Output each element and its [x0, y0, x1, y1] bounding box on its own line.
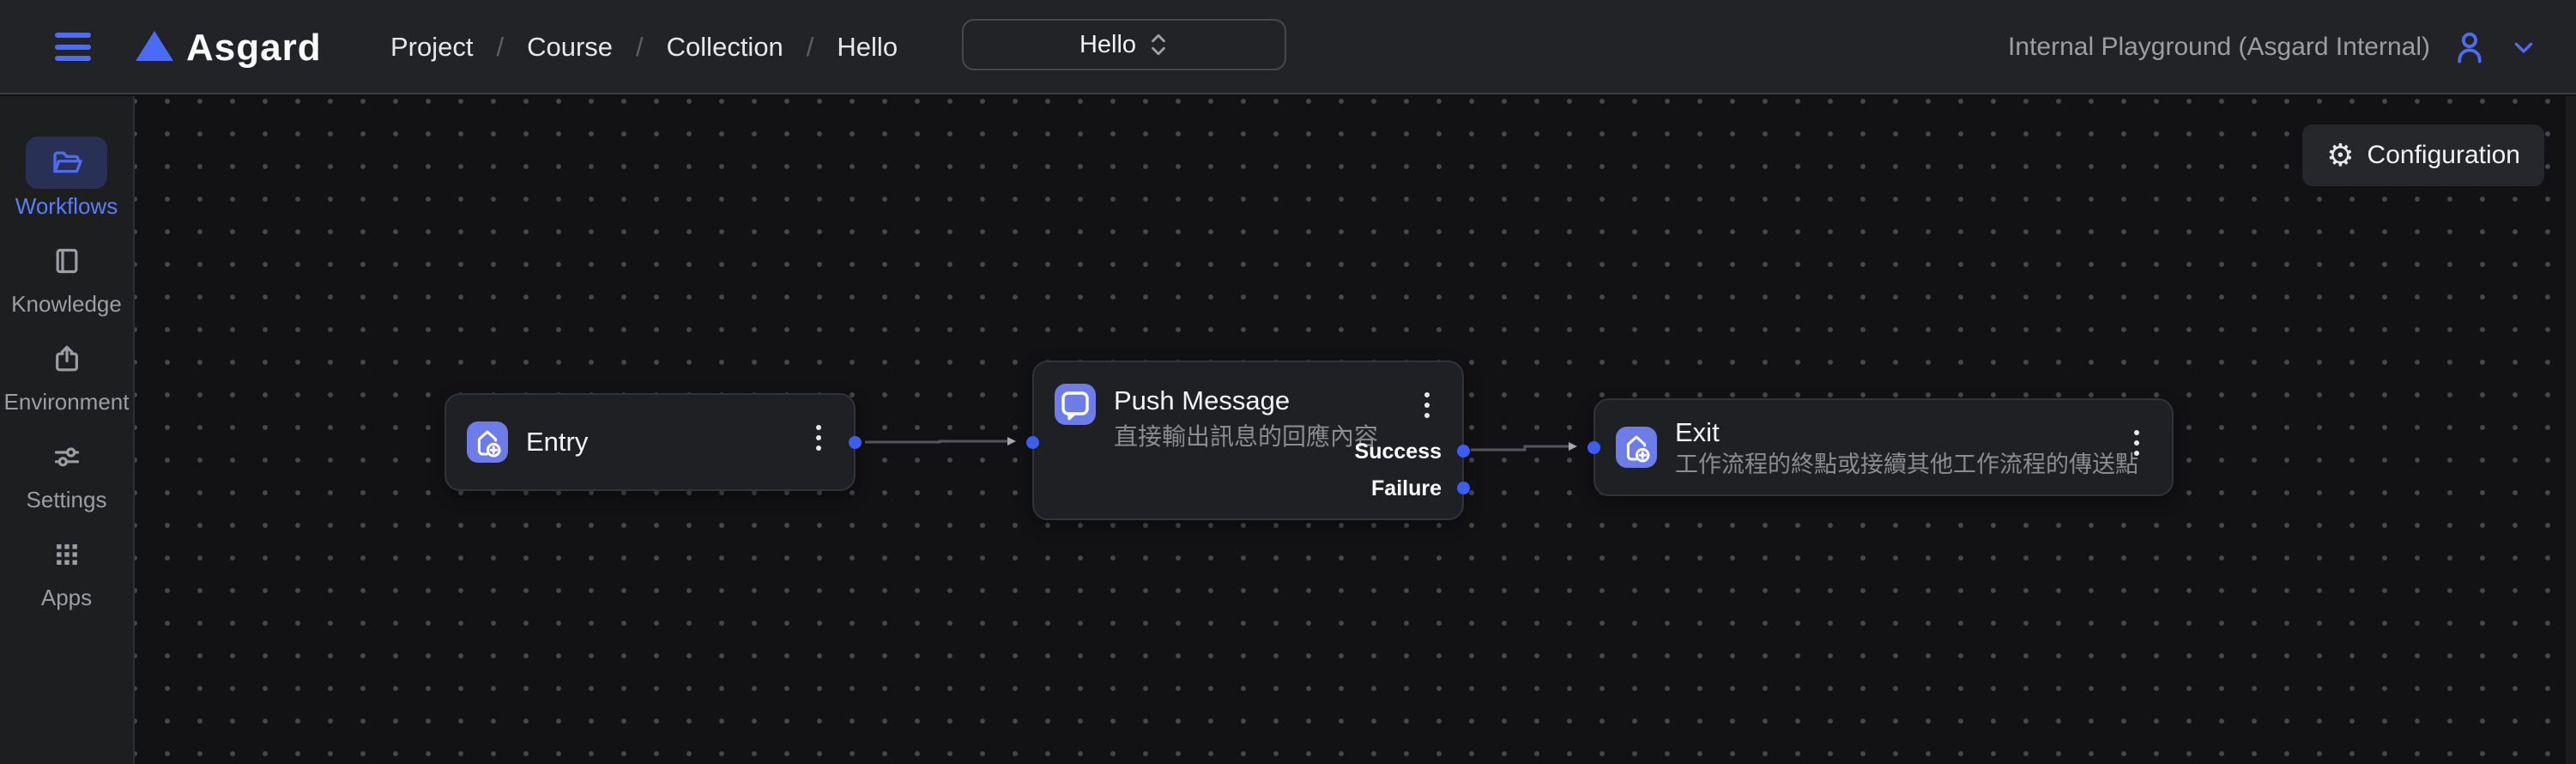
sidebar-item-label: Environment: [3, 389, 130, 415]
breadcrumb-project[interactable]: Project: [390, 32, 474, 62]
select-chevrons-icon: [1152, 33, 1165, 56]
node-subtitle: 直接輸出訊息的回應內容: [1114, 423, 1379, 450]
breadcrumb: Project / Course / Collection / Hello: [390, 0, 898, 94]
output-port[interactable]: [849, 436, 862, 449]
edge-success-to-exit: [1471, 442, 1577, 452]
sidebar-item-label: Workflows: [15, 193, 118, 219]
user-icon[interactable]: [2451, 28, 2488, 66]
sidebar-item-label: Apps: [40, 585, 93, 610]
home-plus-icon: [467, 421, 508, 463]
node-menu-kebab-icon[interactable]: [1414, 385, 1440, 426]
node-title: Exit: [1675, 416, 1720, 447]
breadcrumb-current: Hello: [837, 32, 898, 62]
hamburger-menu-icon[interactable]: [55, 33, 91, 61]
sidebar-item-apps[interactable]: Apps: [0, 528, 133, 611]
input-port[interactable]: [1587, 441, 1600, 454]
breadcrumb-separator: /: [496, 32, 505, 62]
output-label-success: Success: [1354, 440, 1442, 464]
node-menu-kebab-icon[interactable]: [2124, 422, 2150, 464]
top-header: Asgard Project / Course / Collection / H…: [0, 0, 2576, 94]
edge-entry-to-push: [865, 437, 1016, 446]
breadcrumb-collection[interactable]: Collection: [666, 32, 783, 62]
sidebar-item-label: Settings: [26, 487, 107, 512]
app-title: Asgard: [186, 27, 322, 69]
output-label-failure: Failure: [1371, 476, 1442, 500]
sidebar-item-settings[interactable]: Settings: [0, 430, 133, 513]
sliders-icon: [26, 430, 107, 482]
left-sidebar: Workflows Knowledge Environment: [0, 96, 135, 764]
output-port-failure[interactable]: [1457, 482, 1470, 494]
account-label: Internal Playground (Asgard Internal): [2008, 33, 2430, 61]
node-title: Push Message: [1114, 385, 1291, 415]
breadcrumb-separator: /: [806, 32, 814, 62]
breadcrumb-course[interactable]: Course: [527, 32, 614, 62]
sidebar-item-workflows[interactable]: Workflows: [0, 136, 133, 220]
asgard-logo-icon: [136, 31, 173, 61]
node-push-message[interactable]: Push Message 直接輸出訊息的回應內容 Success Failure: [1026, 361, 1470, 520]
book-icon: [26, 234, 107, 287]
sidebar-item-environment[interactable]: Environment: [0, 332, 133, 415]
node-exit[interactable]: Exit 工作流程的終點或接續其他工作流程的傳送點: [1587, 398, 2174, 496]
apps-grid-icon: [26, 528, 107, 580]
node-subtitle: 工作流程的終點或接續其他工作流程的傳送點: [1675, 451, 2138, 477]
node-title: Entry: [526, 427, 589, 457]
workflow-selector-value: Hello: [1079, 30, 1137, 58]
sidebar-item-knowledge[interactable]: Knowledge: [0, 234, 133, 318]
breadcrumb-separator: /: [636, 32, 644, 62]
sidebar-item-label: Knowledge: [11, 291, 122, 317]
node-menu-kebab-icon[interactable]: [806, 417, 831, 458]
folder-icon: [26, 136, 107, 189]
configuration-button[interactable]: ⚙ Configuration: [2302, 124, 2544, 186]
gear-icon: ⚙: [2326, 137, 2355, 173]
account-chevron-down-icon[interactable]: [2509, 33, 2538, 62]
output-port-success[interactable]: [1457, 445, 1470, 458]
node-entry[interactable]: Entry: [444, 393, 862, 491]
input-port[interactable]: [1026, 436, 1039, 449]
workflow-selector[interactable]: Hello: [962, 19, 1286, 70]
upload-icon: [26, 332, 107, 385]
workflow-canvas[interactable]: ⚙ Configuration Entry: [135, 96, 2576, 764]
configuration-button-label: Configuration: [2367, 141, 2520, 169]
home-plus-icon: [1616, 427, 1657, 468]
header-account-area: Internal Playground (Asgard Internal): [2008, 0, 2538, 94]
chat-bubble-icon: [1055, 384, 1096, 425]
canvas-scrollbar[interactable]: [2566, 96, 2576, 764]
